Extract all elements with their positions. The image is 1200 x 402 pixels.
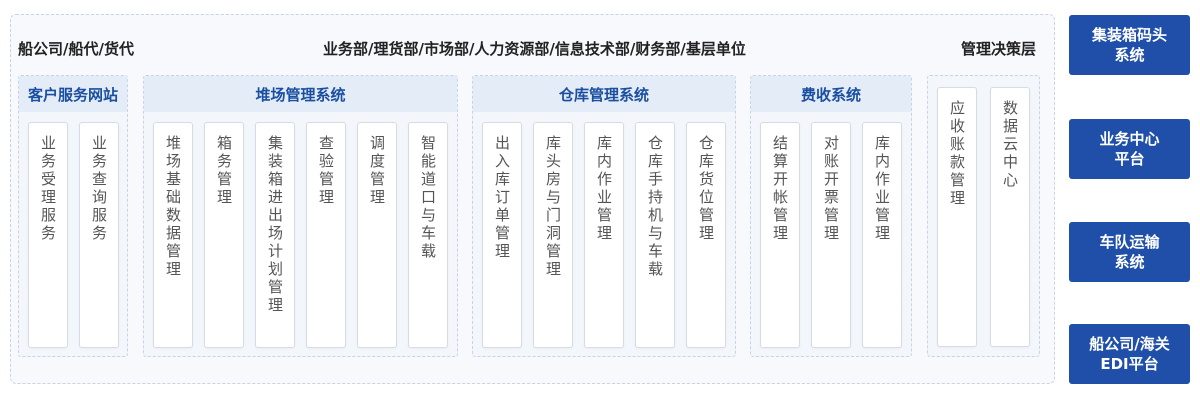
module-card[interactable]: 调度管理 bbox=[357, 122, 397, 348]
module-label: 业务受理服务 bbox=[39, 135, 57, 243]
module-card[interactable]: 查验管理 bbox=[306, 122, 346, 348]
module-label: 库内作业管理 bbox=[595, 135, 613, 243]
module-label: 集装箱进出场计划管理 bbox=[266, 135, 284, 315]
module-card[interactable]: 仓库手持机与车载 bbox=[635, 122, 675, 348]
module-label: 智能道口与车载 bbox=[419, 135, 437, 261]
module-label: 仓库货位管理 bbox=[697, 135, 715, 243]
module-card[interactable]: 数据云中心 bbox=[990, 87, 1030, 347]
module-label: 查验管理 bbox=[317, 135, 335, 207]
module-card[interactable]: 箱务管理 bbox=[204, 122, 244, 348]
module-label: 业务查询服务 bbox=[90, 135, 108, 243]
group-title: 仓库管理系统 bbox=[473, 76, 735, 112]
edi-platform-button[interactable]: 船公司/海关 EDI平台 bbox=[1069, 324, 1190, 384]
stakeholder-management: 管理决策层 bbox=[961, 40, 1037, 58]
module-card[interactable]: 库头房与门洞管理 bbox=[533, 122, 573, 348]
module-label: 出入库订单管理 bbox=[493, 135, 511, 261]
fleet-transport-system-button[interactable]: 车队运输 系统 bbox=[1069, 222, 1190, 282]
module-label: 结算开帐管理 bbox=[771, 135, 789, 243]
module-label: 对账开票管理 bbox=[822, 135, 840, 243]
group-fee-collection: 费收系统 结算开帐管理 对账开票管理 库内作业管理 bbox=[750, 75, 912, 357]
module-card[interactable]: 库内作业管理 bbox=[584, 122, 624, 348]
module-card[interactable]: 集装箱进出场计划管理 bbox=[255, 122, 295, 348]
module-card[interactable]: 出入库订单管理 bbox=[482, 122, 522, 348]
stakeholder-departments: 业务部/理货部/市场部/人力资源部/信息技术部/财务部/基层单位 bbox=[323, 40, 746, 58]
module-card[interactable]: 业务受理服务 bbox=[28, 122, 68, 348]
module-card[interactable]: 仓库货位管理 bbox=[686, 122, 726, 348]
module-card[interactable]: 库内作业管理 bbox=[862, 122, 902, 348]
group-yard-management: 堆场管理系统 堆场基础数据管理 箱务管理 集装箱进出场计划管理 查验管理 调度管… bbox=[143, 75, 458, 357]
module-label: 数据云中心 bbox=[1001, 100, 1019, 190]
stakeholder-shipping: 船公司/船代/货代 bbox=[18, 40, 134, 58]
module-label: 箱务管理 bbox=[215, 135, 233, 207]
module-label: 库头房与门洞管理 bbox=[544, 135, 562, 279]
module-label: 仓库手持机与车载 bbox=[646, 135, 664, 279]
module-card[interactable]: 堆场基础数据管理 bbox=[153, 122, 193, 348]
module-label: 库内作业管理 bbox=[873, 135, 891, 243]
group-title: 客户服务网站 bbox=[19, 76, 127, 112]
group-customer-website: 客户服务网站 业务受理服务 业务查询服务 bbox=[18, 75, 128, 357]
module-label: 堆场基础数据管理 bbox=[164, 135, 182, 279]
container-terminal-system-button[interactable]: 集装箱码头 系统 bbox=[1069, 15, 1190, 75]
business-center-platform-button[interactable]: 业务中心 平台 bbox=[1069, 119, 1190, 179]
module-card[interactable]: 业务查询服务 bbox=[79, 122, 119, 348]
module-card[interactable]: 应收账款管理 bbox=[937, 87, 977, 347]
group-title: 堆场管理系统 bbox=[144, 76, 457, 112]
module-card[interactable]: 智能道口与车载 bbox=[408, 122, 448, 348]
group-title: 费收系统 bbox=[751, 76, 911, 112]
module-card[interactable]: 结算开帐管理 bbox=[760, 122, 800, 348]
module-label: 调度管理 bbox=[368, 135, 386, 207]
group-warehouse-management: 仓库管理系统 出入库订单管理 库头房与门洞管理 库内作业管理 仓库手持机与车载 … bbox=[472, 75, 736, 357]
module-card[interactable]: 对账开票管理 bbox=[811, 122, 851, 348]
group-decision-layer: 应收账款管理 数据云中心 bbox=[927, 75, 1040, 357]
module-label: 应收账款管理 bbox=[948, 100, 966, 208]
